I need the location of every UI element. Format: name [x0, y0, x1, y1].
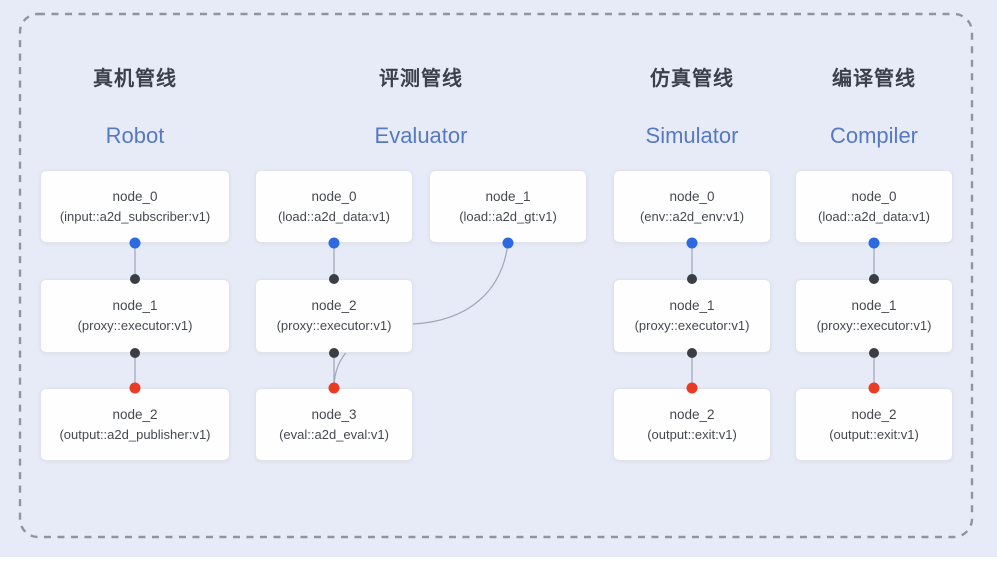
node-card-evaluator-node_0: node_0(load::a2d_data:v1)	[255, 170, 413, 243]
node-card-robot-node_0: node_0(input::a2d_subscriber:v1)	[40, 170, 230, 243]
node-type: (proxy::executor:v1)	[816, 318, 932, 334]
node-name: node_2	[112, 406, 158, 422]
pipeline-title-en-evaluator: Evaluator	[374, 123, 468, 148]
node-name: node_0	[669, 188, 715, 204]
node-name: node_2	[669, 406, 715, 422]
node-type: (proxy::executor:v1)	[276, 318, 392, 334]
node-card-robot-node_2: node_2(output::a2d_publisher:v1)	[40, 388, 230, 461]
pipeline-title-zh-robot: 真机管线	[93, 68, 177, 90]
node-card-simulator-node_1: node_1(proxy::executor:v1)	[613, 279, 771, 353]
node-card-evaluator-node_2: node_2(proxy::executor:v1)	[255, 279, 413, 353]
pipeline-title-zh-evaluator: 评测管线	[379, 68, 463, 90]
node-name: node_0	[851, 188, 897, 204]
node-name: node_2	[851, 406, 897, 422]
node-card-robot-node_1: node_1(proxy::executor:v1)	[40, 279, 230, 353]
node-card-simulator-node_0: node_0(env::a2d_env:v1)	[613, 170, 771, 243]
node-name: node_2	[311, 298, 357, 314]
node-type: (load::a2d_data:v1)	[277, 208, 391, 224]
node-type: (eval::a2d_eval:v1)	[279, 426, 389, 442]
node-name: node_1	[851, 298, 897, 314]
node-card-compiler-node_0: node_0(load::a2d_data:v1)	[795, 170, 953, 243]
node-type: (load::a2d_data:v1)	[817, 208, 931, 224]
pipeline-title-en-robot: Robot	[105, 123, 165, 148]
node-type: (input::a2d_subscriber:v1)	[59, 208, 211, 224]
node-card-compiler-node_1: node_1(proxy::executor:v1)	[795, 279, 953, 353]
node-type: (load::a2d_gt:v1)	[459, 208, 557, 224]
node-name: node_1	[112, 298, 158, 314]
node-name: node_0	[311, 188, 357, 204]
node-card-evaluator-node_3: node_3(eval::a2d_eval:v1)	[255, 388, 413, 461]
node-card-compiler-node_2: node_2(output::exit:v1)	[795, 388, 953, 461]
node-name: node_0	[112, 188, 158, 204]
pipeline-title-zh-simulator: 仿真管线	[650, 68, 734, 90]
node-type: (proxy::executor:v1)	[634, 318, 750, 334]
node-card-simulator-node_2: node_2(output::exit:v1)	[613, 388, 771, 461]
node-type: (output::a2d_publisher:v1)	[59, 426, 211, 442]
node-card-evaluator-node_1: node_1(load::a2d_gt:v1)	[429, 170, 587, 243]
node-type: (proxy::executor:v1)	[77, 318, 193, 334]
pipeline-title-en-compiler: Compiler	[829, 123, 919, 148]
node-name: node_1	[669, 298, 715, 314]
node-name: node_3	[311, 406, 357, 422]
pipeline-title-zh-compiler: 编译管线	[832, 68, 916, 90]
node-type: (output::exit:v1)	[647, 426, 737, 442]
node-type: (output::exit:v1)	[829, 426, 919, 442]
pipeline-title-en-simulator: Simulator	[645, 123, 739, 148]
bottom-edge-strip	[0, 557, 997, 563]
node-type: (env::a2d_env:v1)	[639, 208, 745, 224]
node-name: node_1	[485, 188, 531, 204]
